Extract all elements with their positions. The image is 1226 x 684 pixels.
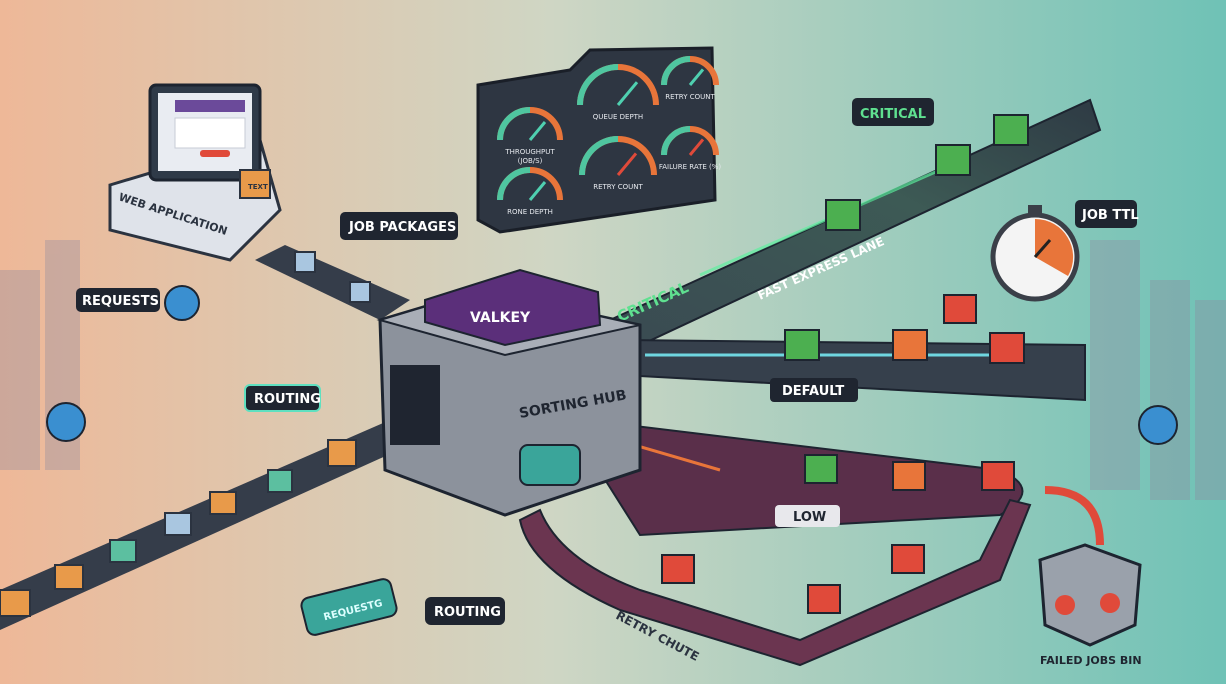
gauge-label: FAILURE RATE (%)	[659, 163, 722, 171]
gauge: RETRY COUNT	[661, 56, 719, 101]
failed-package	[989, 332, 1025, 364]
gauge-label: THROUGHPUT	[504, 148, 555, 156]
metrics-dashboard: THROUGHPUT(JOB/S) QUEUE DEPTH RETRY COUNT R…	[476, 46, 722, 234]
gauge-dial-low	[661, 56, 691, 86]
requests-label: REQUESTS	[82, 294, 159, 309]
job-packages-conveyor	[255, 245, 410, 320]
job-packages-callout: JOB PACKAGES	[340, 212, 458, 240]
routing-label: ROUTING	[254, 392, 321, 407]
failed-package	[981, 461, 1015, 491]
routing-callout-bottom: ROUTING	[425, 597, 505, 625]
gauge: THROUGHPUT(JOB/S)	[497, 107, 563, 165]
arrow-icon	[1044, 486, 1104, 546]
failed-package	[807, 584, 841, 614]
gauge-dial-low	[497, 167, 531, 201]
gauge: RONE DEPTH	[497, 167, 563, 216]
failed-package	[891, 544, 925, 574]
globe-icon	[164, 285, 200, 321]
failed-package	[943, 294, 977, 324]
job-ttl-callout: JOB TTL	[1075, 200, 1139, 228]
valkey-label: VALKEY	[470, 310, 531, 326]
x-icon	[1055, 595, 1075, 615]
low-lane-label: LOW	[793, 510, 826, 525]
success-package	[804, 454, 838, 484]
city-skyline	[0, 240, 1226, 500]
failed-package	[661, 554, 695, 584]
critical-label: CRITICAL	[860, 107, 926, 122]
retry-chute	[518, 498, 1032, 667]
gauge-needle	[616, 152, 638, 176]
critical-callout: CRITICAL	[852, 98, 934, 126]
valkey-logo-panel	[424, 268, 602, 347]
gauge: RETRY COUNT	[579, 136, 657, 191]
default-lane-label: DEFAULT	[782, 384, 844, 399]
alert-icon	[1100, 593, 1120, 613]
globe-icon	[1138, 405, 1178, 445]
sorting-hub: VALKEY SORTING HUB	[376, 268, 642, 517]
success-package	[784, 329, 820, 361]
gauge-label: RETRY COUNT	[593, 183, 643, 191]
failed-package	[892, 461, 926, 491]
gauge-dial-low	[661, 126, 691, 156]
gauge-needle	[528, 181, 547, 201]
gauge: QUEUE DEPTH	[577, 64, 659, 121]
web-application: TEXT WEB APPLICATION	[108, 83, 282, 262]
success-package	[993, 114, 1029, 146]
package-label: TEXT	[248, 183, 268, 191]
gauge-label: RETRY COUNT	[665, 93, 715, 101]
success-package	[825, 199, 861, 231]
gauge-needle	[688, 68, 705, 86]
routing-callout-top: ROUTING	[244, 384, 321, 412]
gauge-needle	[616, 81, 639, 106]
failed-jobs-bin-label: FAILED JOBS BIN	[1040, 654, 1142, 667]
gauge-needle	[528, 121, 547, 141]
gauge-dial-low	[497, 107, 531, 141]
gauge-label: RONE DEPTH	[507, 208, 553, 216]
job-packages-label: JOB PACKAGES	[348, 220, 456, 235]
failed-jobs-bin: FAILED JOBS BIN	[1038, 486, 1142, 667]
job-ttl-label: JOB TTL	[1081, 208, 1139, 223]
gauge-sublabel: (JOB/S)	[518, 157, 543, 165]
requests-device: REQUESTG	[300, 578, 398, 636]
gauge-dial-low	[579, 136, 619, 176]
requests-callout-top: REQUESTS	[76, 288, 160, 312]
failed-package	[892, 329, 928, 361]
package-icon	[239, 169, 271, 199]
success-package	[935, 144, 971, 176]
gauge-label: QUEUE DEPTH	[593, 113, 643, 121]
gauge-needle	[688, 138, 705, 156]
routing-label: ROUTING	[434, 605, 501, 620]
hub-intake	[390, 365, 440, 445]
gauge: FAILURE RATE (%)	[659, 126, 722, 171]
stopwatch-icon	[990, 205, 1080, 302]
globe-icon	[46, 402, 86, 442]
gauge-dial-low	[577, 64, 619, 106]
